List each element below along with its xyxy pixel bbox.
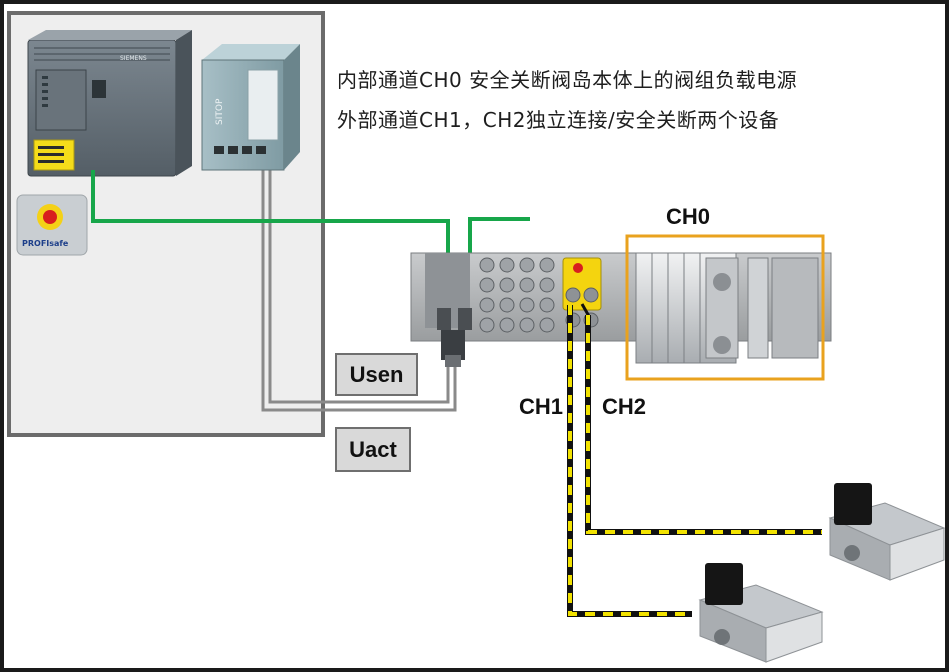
- valve1-solenoid: [705, 563, 743, 605]
- valve1-port: [714, 629, 730, 645]
- sitop-brand-text: SITOP: [215, 98, 225, 125]
- external-valve-ch1: [698, 563, 824, 663]
- safety-module-indicator: [573, 263, 583, 273]
- sitop-terminals: [214, 146, 266, 154]
- ch0-label: CH0: [666, 204, 711, 229]
- profisafe-logo-text: PROFIsafe: [22, 239, 69, 248]
- ch1-line-dash: [568, 305, 692, 616]
- plc-cpu-key-switch: [92, 80, 106, 98]
- valve2-side: [889, 527, 945, 581]
- bus-node-ports: [437, 308, 472, 330]
- uact-label: Uact: [335, 427, 411, 472]
- plc-cpu-module: SIEMENS: [27, 30, 192, 177]
- plc-cpu-vents: [34, 47, 170, 61]
- note-external-channels: 外部通道CH1，CH2独立连接/安全关断两个设备: [337, 108, 780, 132]
- sitop-top: [202, 44, 300, 60]
- valve-slices: [635, 252, 819, 364]
- plc-cpu-leds: [42, 76, 48, 107]
- sitop-label-plate: [247, 69, 279, 141]
- safety-channels: [567, 305, 822, 617]
- ch1-label: CH1: [519, 394, 564, 419]
- plc-cpu-safety-stripes: [38, 146, 64, 163]
- ch2-label: CH2: [602, 394, 647, 419]
- valve2-port: [844, 545, 860, 561]
- ch0-frame: [625, 234, 825, 381]
- plc-cpu-top: [28, 30, 192, 40]
- usen-label: Usen: [335, 353, 418, 396]
- usen-power-line: [268, 158, 450, 404]
- note-internal-channel: 内部通道CH0 安全关断阀岛本体上的阀组负载电源: [337, 68, 798, 92]
- power-connector-cable: [445, 355, 461, 367]
- valve2-solenoid: [834, 483, 872, 525]
- io-module-connectors: [479, 257, 555, 333]
- sitop-power-supply: SITOP: [201, 44, 300, 171]
- power-wiring: [261, 158, 457, 412]
- profisafe-logo: PROFIsafe: [16, 194, 88, 256]
- valve1-side: [765, 611, 823, 663]
- valve-island: [410, 252, 832, 367]
- ch2-line-dash: [586, 315, 822, 534]
- sitop-side: [284, 44, 300, 170]
- uact-power-line: [261, 158, 457, 412]
- profisafe-red-dot: [43, 210, 57, 224]
- plc-brand-text: SIEMENS: [120, 55, 147, 62]
- plc-cpu-side: [176, 30, 192, 176]
- external-valve-ch2: [828, 483, 945, 581]
